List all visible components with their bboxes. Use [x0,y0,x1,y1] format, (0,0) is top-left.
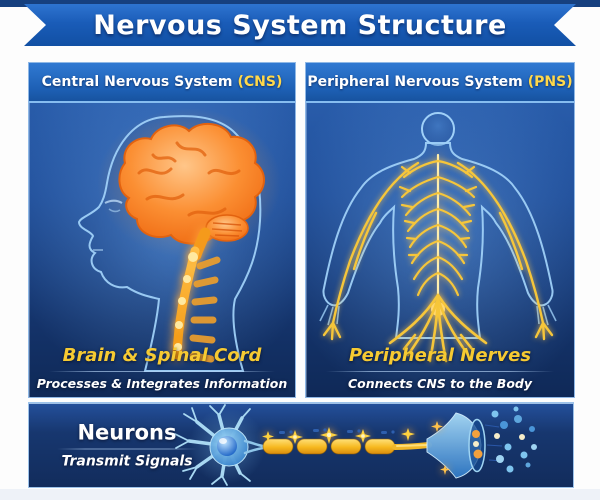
neuron-illustration [174,404,537,486]
pns-caption: Peripheral Nerves Connects CNS to the Bo… [306,345,574,391]
cns-caption-description: Processes & Integrates Information [36,376,288,391]
pns-panel: Peripheral Nervous System (PNS) [305,62,575,398]
cns-abbreviation: (CNS) [237,74,283,90]
pns-caption-description: Connects CNS to the Body [347,376,533,391]
ribbon-back-fold [0,0,600,7]
peripheral-nerves-illustration [306,103,574,397]
cns-caption: Brain & Spinal Cord Processes & Integrat… [29,345,295,391]
cns-caption-title: Brain & Spinal Cord [62,345,262,366]
bottom-margin-strip [0,489,600,500]
page-title: Nervous System Structure [93,9,507,41]
brain-spinal-cord-illustration [29,103,295,397]
pns-header-label: Peripheral Nervous System [307,74,523,90]
cns-panel: Central Nervous System (CNS) [28,62,296,398]
title-ribbon: Nervous System Structure [24,4,576,46]
pns-caption-title: Peripheral Nerves [348,345,532,366]
neurons-title: Neurons [77,420,177,445]
cns-panel-header: Central Nervous System (CNS) [29,63,295,103]
neurons-caption: Neurons Transmit Signals [49,421,205,470]
pns-abbreviation: (PNS) [527,74,573,90]
cns-caption-divider [49,371,275,372]
cns-panel-body: Brain & Spinal Cord Processes & Integrat… [29,103,295,397]
pns-caption-divider [326,371,554,372]
pns-panel-header: Peripheral Nervous System (PNS) [306,63,574,103]
neurons-divider [57,448,197,450]
cns-header-label: Central Nervous System [41,74,233,90]
neurons-panel: Neurons Transmit Signals [28,402,574,488]
pns-panel-body: Peripheral Nerves Connects CNS to the Bo… [306,103,574,397]
neurons-subtitle: Transmit Signals [61,453,193,470]
